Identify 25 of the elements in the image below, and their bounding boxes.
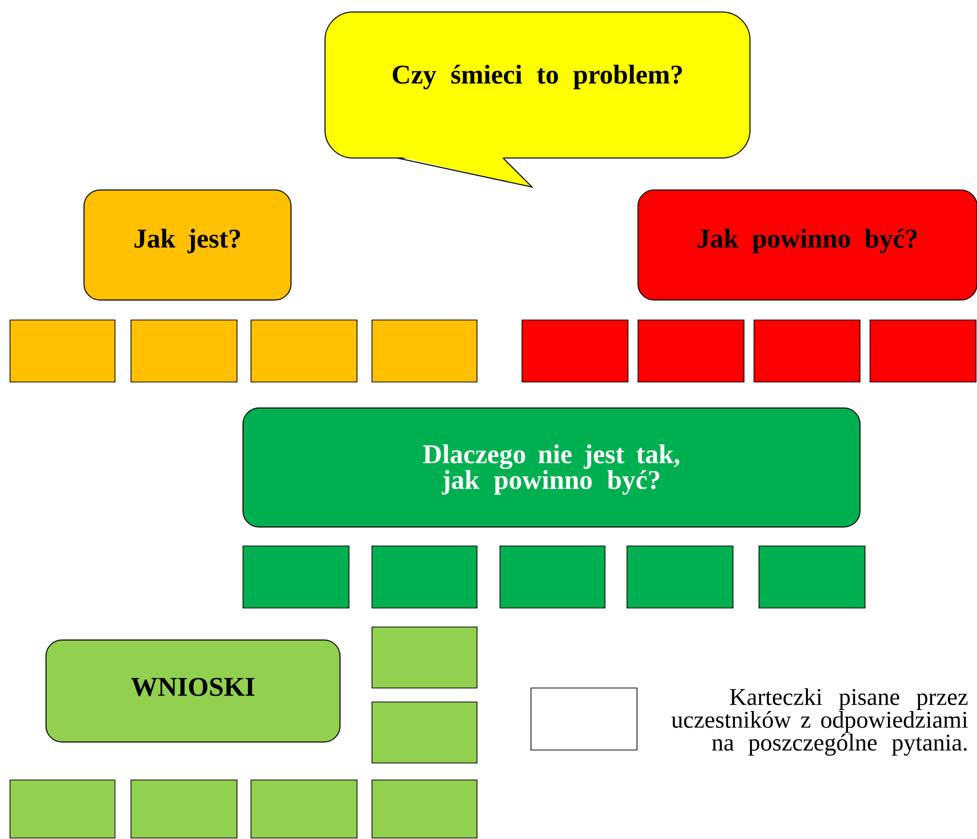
- answer-card: [10, 780, 116, 838]
- answer-card: [500, 546, 606, 608]
- answer-card: [130, 320, 238, 382]
- answer-card: [372, 626, 478, 688]
- answer-card: [870, 320, 976, 382]
- answer-card: [754, 320, 860, 382]
- answer-card: [372, 780, 478, 838]
- speech-bubble: Czy śmieci to problem?: [324, 12, 750, 188]
- question-box: Jak jest?: [84, 190, 292, 300]
- answer-card: [10, 320, 116, 382]
- question-box: Dlaczego nie jest tak, jak powinno być?: [242, 408, 860, 528]
- answer-card: [250, 320, 358, 382]
- answer-card: [250, 780, 358, 838]
- legend-text: Karteczki pisane przez uczestników z odpowiedziami na poszczególne pytania.: [671, 688, 968, 756]
- answer-card: [372, 546, 478, 608]
- answer-card: [758, 546, 866, 608]
- question-box: Jak powinno być?: [638, 190, 977, 300]
- answer-card: [242, 546, 350, 608]
- answer-card: [372, 702, 478, 764]
- answer-card: [130, 780, 238, 838]
- answer-card: [638, 320, 744, 382]
- answer-card: [626, 546, 734, 608]
- answer-card: [372, 320, 478, 382]
- question-box: WNIOSKI: [46, 640, 340, 742]
- answer-card: [522, 320, 628, 382]
